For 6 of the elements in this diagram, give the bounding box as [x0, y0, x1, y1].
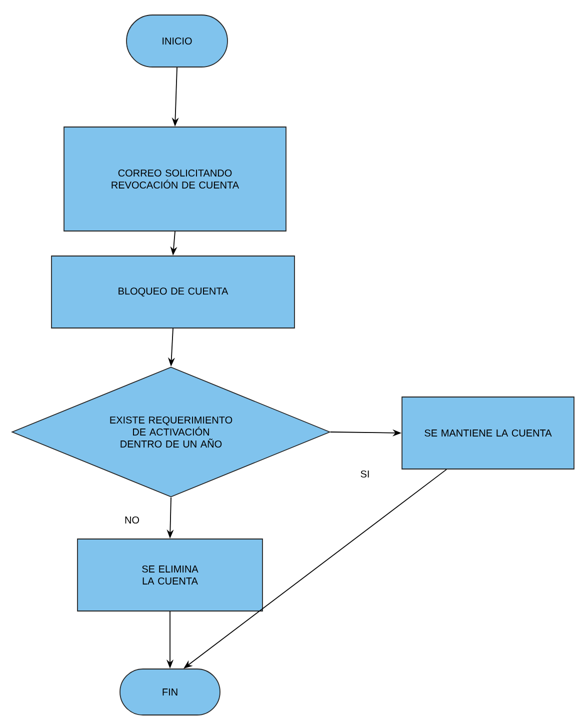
process-box: SE MANTIENE LA CUENTA — [402, 396, 574, 470]
edge-label: SI — [359, 469, 371, 479]
process-box: SE ELIMINA LA CUENTA — [77, 538, 263, 612]
edge-label: NO — [124, 515, 140, 525]
process-box: CORREO SOLICITANDO REVOCACIÓN DE CUENTA — [64, 126, 286, 232]
process-box: BLOQUEO DE CUENTA — [51, 256, 295, 328]
